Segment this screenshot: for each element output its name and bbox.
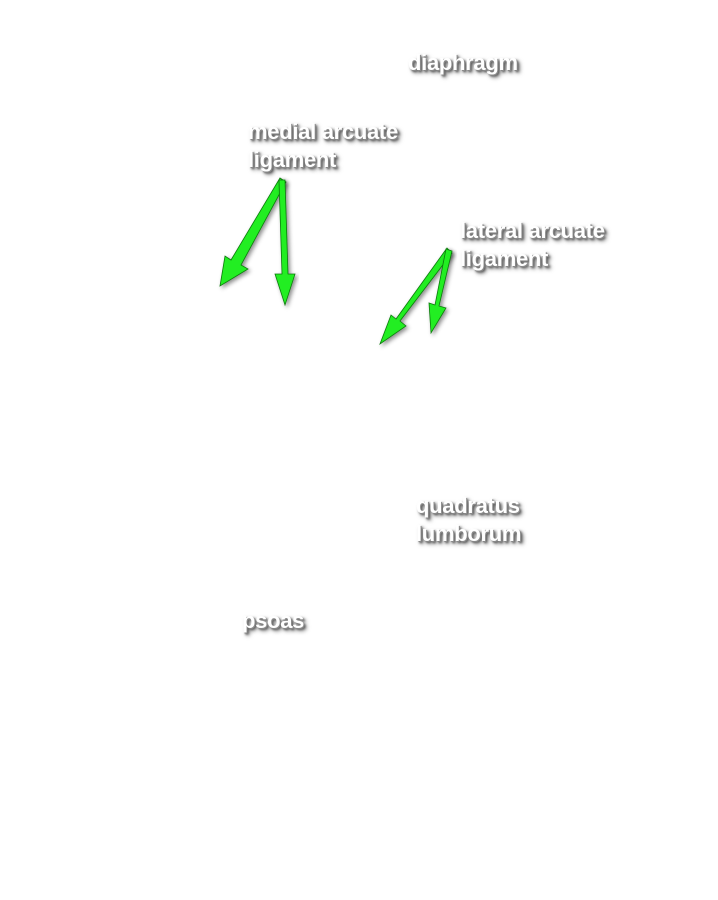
- label-line: lumborum: [416, 521, 522, 546]
- label-line: lateral arcuate: [460, 218, 605, 243]
- label-line: ligament: [248, 147, 337, 172]
- medial-arrow-right: [274, 179, 296, 307]
- label-line: ligament: [460, 246, 549, 271]
- label-line: quadratus: [416, 493, 520, 518]
- label-diaphragm: diaphragm: [408, 50, 518, 75]
- label-lateral-arcuate-ligament: lateral arcuate ligament: [460, 217, 605, 273]
- lateral-arrow-right: [428, 248, 453, 335]
- label-medial-arcuate-ligament: medial arcuate ligament: [248, 118, 398, 174]
- medial-arrow-left: [219, 177, 287, 287]
- label-line: medial arcuate: [248, 119, 398, 144]
- label-quadratus-lumborum: quadratus lumborum: [416, 492, 521, 548]
- label-psoas: psoas: [242, 608, 305, 633]
